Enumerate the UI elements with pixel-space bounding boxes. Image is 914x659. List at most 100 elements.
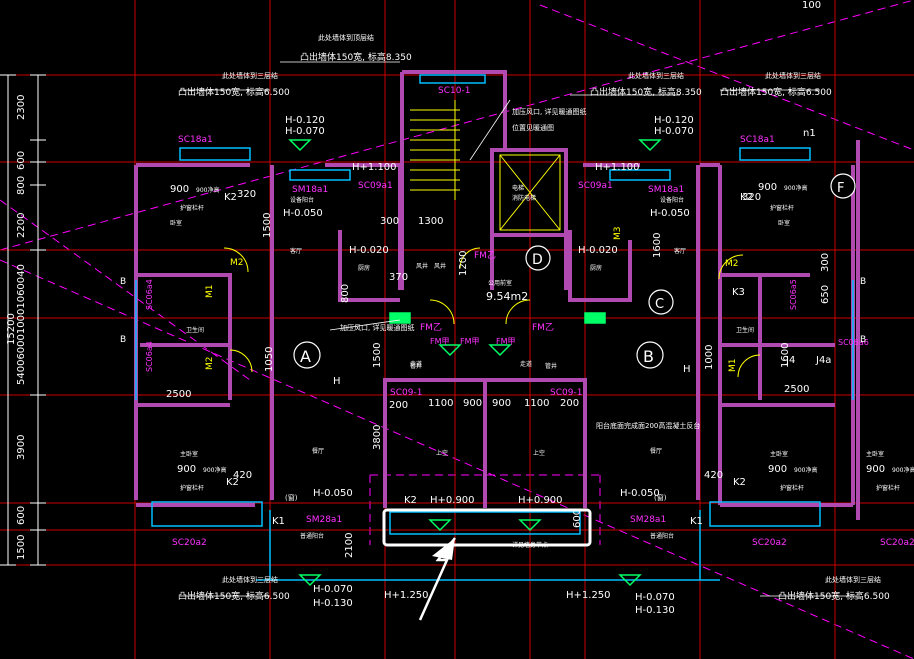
win-sc09-bl: SC09-1 — [390, 388, 422, 398]
win-sc10: SC10-1 — [438, 86, 470, 96]
dim-2100: 2100 — [344, 533, 355, 558]
label-n1: n1 — [803, 128, 816, 139]
stair-treads — [410, 100, 561, 231]
room-pipe-l: 风井 — [416, 262, 428, 270]
room-balcony-l: 普通阳台 — [300, 532, 324, 540]
note-top-center: 此处墙体到顶层结 — [318, 33, 374, 42]
axis-f: F — [837, 181, 844, 196]
label-k2a: K2 — [224, 192, 237, 203]
axis-bubbles — [293, 173, 856, 369]
win-sm18-right: SM18a1 — [648, 185, 684, 195]
elev-hp1250-a: H+1.250 — [384, 590, 429, 601]
label-k2b: K2 — [740, 192, 753, 203]
dim-1100a: 1100 — [428, 398, 453, 409]
note-top-right-title: 此处墙体到三层结 — [765, 71, 821, 80]
room-kitchen-r: 厨房 — [590, 264, 602, 272]
elev-hm0020-b: H-0.020 — [578, 245, 618, 256]
elev-hm0130-b: H-0.130 — [635, 605, 675, 616]
room-pipe-r: 风井 — [434, 262, 446, 270]
label-bc: B — [860, 277, 866, 287]
elev-hm0120-r: H-0.120 — [654, 115, 694, 126]
room-hall: 公用前室 — [488, 279, 512, 287]
win-sc09-br: SC09-1 — [550, 388, 582, 398]
room-balcony-r: 普通阳台 — [650, 532, 674, 540]
label-k3: K3 — [732, 287, 745, 298]
room-equip-r: 设备阳台 — [660, 196, 684, 204]
label-j4b: J4a — [815, 355, 831, 366]
elev-hm0050-a: H-0.050 — [283, 208, 323, 219]
room-bed-r: 卧室 — [778, 219, 790, 227]
note-highlight: 详见墙身节点 — [512, 541, 548, 549]
dim-1050: 1050 — [264, 347, 275, 372]
dim-300: 300 — [820, 253, 831, 272]
win-fm-b: FM乙 — [532, 322, 554, 333]
win-sc20-left: SC20a2 — [172, 538, 207, 548]
label-m2a: M2 — [230, 258, 244, 268]
room-stairs-r: 上空 — [533, 449, 545, 457]
note-stair-3: 加压风口, 详见暖通图纸 — [340, 323, 414, 332]
note-top-left-elev: 凸出墙体150宽, 标高6.500 — [178, 86, 290, 98]
dim-1200: 1200 — [458, 251, 469, 276]
room-elev-note: 消防电梯 — [512, 194, 536, 202]
door-swings — [223, 247, 761, 378]
dim-800: 800 — [16, 176, 27, 195]
dim-1100b: 1100 — [524, 398, 549, 409]
axis-b: B — [643, 347, 654, 366]
dim-1500b: 1500 — [262, 213, 273, 238]
label-k2d: K2 — [733, 477, 746, 488]
elev-hm0120-l: H-0.120 — [285, 115, 325, 126]
dim-300b: 300 — [380, 216, 399, 227]
top-number: 100 — [802, 0, 821, 11]
dim-900c: 900 — [177, 464, 196, 475]
win-fm-d: FM甲 — [460, 337, 480, 346]
room-lobby-l: 走道 — [410, 360, 422, 368]
dim-3800: 3800 — [372, 425, 383, 450]
room-kitchen-l: 厨房 — [358, 264, 370, 272]
elev-hm0070-d: H-0.070 — [635, 592, 675, 603]
label-ba: B — [120, 277, 126, 287]
room-lobby-r: 走道 — [520, 360, 532, 368]
win-fm-e: FM甲 — [430, 337, 450, 346]
dim-900b: 900 — [758, 182, 777, 193]
label-k1a: K1 — [272, 516, 285, 527]
elev-hm0050-c: H-0.050 — [313, 488, 353, 499]
room-master-r: 主卧室 — [770, 450, 788, 458]
elev-hp0900-b: H+0.900 — [518, 495, 563, 506]
dim-200: 200 — [389, 400, 408, 411]
dim-1300: 1300 — [418, 216, 443, 227]
elev-hp0900-a: H+0.900 — [430, 495, 475, 506]
room-guard: 护窗栏杆 — [180, 204, 204, 212]
win-sc06-b: SC06a4 — [145, 341, 154, 372]
win-sm28-right: SM28a1 — [630, 515, 666, 525]
elev-hm0070-l: H-0.070 — [285, 126, 325, 137]
elev-h1100-r: H+1.100 — [595, 162, 640, 173]
room-bath-l: 卫生间 — [186, 326, 204, 334]
room-bath-r: 卫生间 — [736, 326, 754, 334]
win-sc18-right: SC18a1 — [740, 135, 775, 145]
note-stair-2: 位置见暖通图 — [512, 123, 554, 132]
leader-lines — [180, 61, 860, 597]
dim-600: 600 — [572, 509, 583, 528]
room-dining-l: 餐厅 — [312, 447, 324, 455]
win-sm18-left: SM18a1 — [292, 185, 328, 195]
win-sc20-far: SC20a2 — [880, 538, 914, 548]
dim-200b: 200 — [560, 398, 579, 409]
note-top-mr-title: 此处墙体到三层结 — [628, 71, 684, 80]
dim-600b: 600 — [16, 506, 27, 525]
room-sec-a: 管井 — [410, 362, 422, 370]
dim-1500: 1500 — [16, 535, 27, 560]
label-m1a: M1 — [205, 285, 215, 299]
label-bd: B — [860, 335, 866, 345]
dim-1600: 1600 — [652, 233, 663, 258]
win-sc06-a: SC06a4 — [145, 279, 154, 310]
note-bottom-left-title: 此处墙体到三层结 — [222, 575, 278, 584]
dim-900f: 900 — [463, 398, 482, 409]
win-sc09-left: SC09a1 — [358, 181, 393, 191]
note-top-right-elev: 凸出墙体150宽, 标高6.500 — [720, 86, 832, 98]
equipment — [288, 139, 662, 587]
room-wc3: 900净高 — [203, 466, 226, 474]
note-balcony: 阳台底面完成面200高混凝土反台 — [596, 421, 700, 430]
label-bb: B — [120, 335, 126, 345]
dim-900e: 900 — [866, 464, 885, 475]
